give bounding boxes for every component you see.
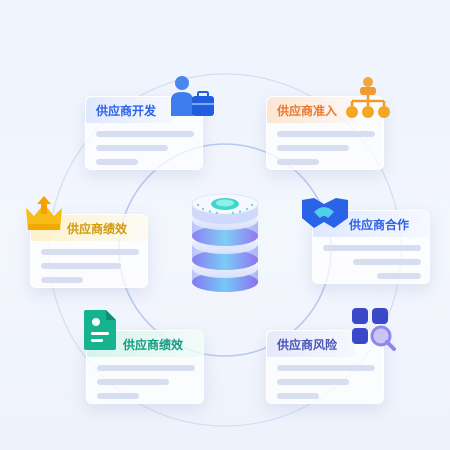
placeholder-line	[96, 145, 168, 151]
card-title: 供应商开发	[86, 97, 174, 123]
card-supplier-risk[interactable]: 供应商风险	[266, 330, 384, 404]
placeholder-line	[41, 249, 139, 255]
placeholder-line	[96, 131, 194, 137]
placeholder-line	[97, 393, 139, 399]
risk-search-icon	[352, 308, 396, 351]
placeholder-line	[97, 365, 195, 371]
placeholder-line	[277, 131, 375, 137]
handshake-icon	[302, 198, 348, 228]
crown-upload-icon	[26, 196, 62, 230]
placeholder-line	[96, 159, 138, 165]
placeholder-line	[97, 379, 169, 385]
placeholder-line	[277, 365, 375, 371]
placeholder-line	[277, 159, 319, 165]
org-hierarchy-icon	[346, 77, 390, 118]
supplier-development-icon	[171, 76, 214, 116]
placeholder-line	[41, 277, 83, 283]
placeholder-line	[41, 263, 121, 269]
document-icon	[84, 310, 116, 350]
placeholder-line	[277, 145, 349, 151]
placeholder-line	[277, 379, 349, 385]
placeholder-line	[353, 259, 421, 265]
card-title: 供应商风险	[267, 331, 355, 357]
card-supplier-development[interactable]: 供应商开发	[85, 96, 203, 170]
database-server-icon	[191, 193, 259, 292]
placeholder-line	[377, 273, 421, 279]
placeholder-line	[323, 245, 421, 251]
card-title: 供应商准入	[267, 97, 355, 123]
placeholder-line	[277, 393, 319, 399]
